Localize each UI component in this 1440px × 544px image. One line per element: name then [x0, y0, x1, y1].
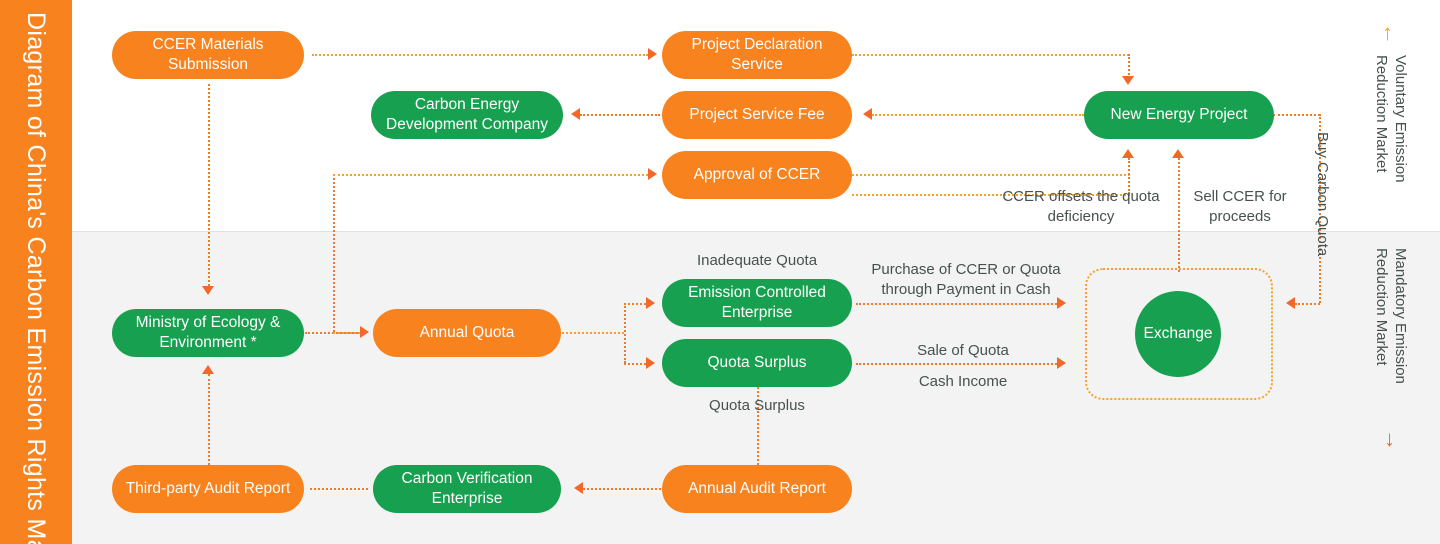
label-sell-ccer-for-proceeds: Sell CCER for proceeds: [1193, 188, 1287, 225]
edge-annual-quota-out: [562, 332, 624, 334]
page-title: Diagram of China's Carbon Emission Right…: [22, 12, 50, 544]
edge-emission-enterprise-to-exchange: [856, 303, 1057, 305]
arrowhead-annual-quota-in: [360, 326, 369, 338]
node-label: Carbon Verification Enterprise: [401, 470, 533, 507]
arrowhead-exchange-in-buy: [1286, 297, 1295, 309]
edge-quota-surplus-to-exchange: [856, 363, 1057, 365]
node-annual-audit-report[interactable]: Annual Audit Report: [662, 465, 852, 513]
node-label: Carbon Energy Development Company: [386, 96, 548, 133]
node-project-declaration-service[interactable]: Project Declaration Service: [662, 31, 852, 79]
edge-service-fee-to-carbon-energy: [580, 114, 660, 116]
node-approval-of-ccer[interactable]: Approval of CCER: [662, 151, 852, 199]
arrow-up-icon: ↑: [1382, 20, 1393, 45]
edge-declaration-to-new-energy-v: [1128, 54, 1130, 78]
arrowhead-exchange-in-sale: [1057, 357, 1066, 369]
edge-sell-ccer-v: [1178, 158, 1180, 272]
label-buy-carbon-quota: Buy Carbon Quota: [1314, 132, 1331, 257]
node-label: Approval of CCER: [693, 166, 821, 183]
node-label: Exchange: [1143, 325, 1213, 342]
node-label: Emission Controlled Enterprise: [688, 284, 826, 321]
node-third-party-audit-report[interactable]: Third-party Audit Report: [112, 465, 304, 513]
node-label: Ministry of Ecology & Environment *: [135, 314, 281, 351]
node-label: Annual Quota: [419, 324, 515, 341]
arrow-down-icon: ↓: [1384, 426, 1395, 451]
edge-ccer-offset-v: [1128, 158, 1130, 194]
node-emission-controlled-enterprise[interactable]: Emission Controlled Enterprise: [662, 279, 852, 327]
exchange-container: [1085, 268, 1273, 400]
arrowhead-emission-enterprise-in: [646, 297, 655, 309]
node-exchange[interactable]: Exchange: [1135, 291, 1221, 377]
node-label: Quota Surplus: [707, 354, 807, 371]
node-label: Project Service Fee: [689, 106, 825, 123]
edge-branch-up-to-approval: [333, 174, 335, 332]
edge-annual-audit-to-verification: [583, 488, 661, 490]
edge-quota-surplus-to-annual-audit: [757, 387, 759, 465]
market-label-mandatory: Mandatory Emission Reduction Market: [1373, 248, 1409, 384]
node-carbon-energy-development-company[interactable]: Carbon Energy Development Company: [371, 91, 563, 139]
arrowhead-approval-in: [648, 168, 657, 180]
edge-audit-report-to-ministry: [208, 374, 210, 465]
arrowhead-ministry-in-bottom: [202, 365, 214, 374]
edge-split-to-quota-surplus: [624, 363, 646, 365]
label-purchase-ccer-or-quota: Purchase of CCER or Quota through Paymen…: [871, 261, 1061, 298]
arrowhead-verification-in: [574, 482, 583, 494]
title-bar: Diagram of China's Carbon Emission Right…: [0, 0, 72, 544]
edge-ccer-offset-h: [852, 194, 1130, 196]
edge-new-energy-to-service-fee: [872, 114, 1084, 116]
edge-branch-to-approval-h: [333, 174, 648, 176]
node-ccer-materials-submission[interactable]: CCER Materials Submission: [112, 31, 304, 79]
market-band-divider: [0, 231, 1440, 232]
node-project-service-fee[interactable]: Project Service Fee: [662, 91, 852, 139]
node-label: Project Declaration Service: [691, 36, 823, 73]
arrowhead-exchange-in-purchase: [1057, 297, 1066, 309]
node-carbon-verification-enterprise[interactable]: Carbon Verification Enterprise: [373, 465, 561, 513]
edge-buy-quota-h-bottom: [1295, 303, 1320, 305]
label-cash-income: Cash Income: [918, 373, 1008, 390]
label-quota-surplus-note: Quota Surplus: [709, 397, 805, 414]
label-ccer-offsets-quota-deficiency: CCER offsets the quota deficiency: [1002, 188, 1160, 225]
arrowhead-quota-surplus-in: [646, 357, 655, 369]
edge-ccer-submission-to-ministry: [208, 84, 210, 286]
arrowhead-carbon-energy-in: [571, 108, 580, 120]
node-ministry-of-ecology-environment[interactable]: Ministry of Ecology & Environment *: [112, 309, 304, 357]
label-sale-of-quota: Sale of Quota: [917, 342, 1009, 359]
arrowhead-new-energy-in-top: [1122, 76, 1134, 85]
arrowhead-declaration-in: [648, 48, 657, 60]
edge-ccer-submission-to-declaration: [312, 54, 648, 56]
node-quota-surplus[interactable]: Quota Surplus: [662, 339, 852, 387]
node-annual-quota[interactable]: Annual Quota: [373, 309, 561, 357]
arrowhead-service-fee-in: [863, 108, 872, 120]
edge-buy-quota-v: [1319, 114, 1321, 303]
arrowhead-new-energy-in-offset: [1122, 149, 1134, 158]
arrowhead-new-energy-in-sell: [1172, 149, 1184, 158]
edge-declaration-to-new-energy-h: [852, 54, 1129, 56]
edge-verification-to-audit-report: [310, 488, 368, 490]
edge-split-to-emission-enterprise: [624, 303, 646, 305]
node-label: New Energy Project: [1110, 106, 1248, 123]
market-label-voluntary: Voluntary Emission Reduction Market: [1373, 55, 1409, 183]
edge-annual-quota-split-v: [624, 303, 626, 363]
node-label: Third-party Audit Report: [125, 480, 291, 497]
label-inadequate-quota: Inadequate Quota: [696, 252, 818, 269]
node-label: Annual Audit Report: [688, 480, 826, 497]
arrowhead-ministry-in-top: [202, 286, 214, 295]
node-new-energy-project[interactable]: New Energy Project: [1084, 91, 1274, 139]
edge-approval-to-offset-h: [852, 174, 1130, 176]
edge-buy-quota-h-top: [1273, 114, 1320, 116]
node-label: CCER Materials Submission: [152, 36, 264, 73]
edge-ministry-to-annual-quota: [333, 332, 360, 334]
